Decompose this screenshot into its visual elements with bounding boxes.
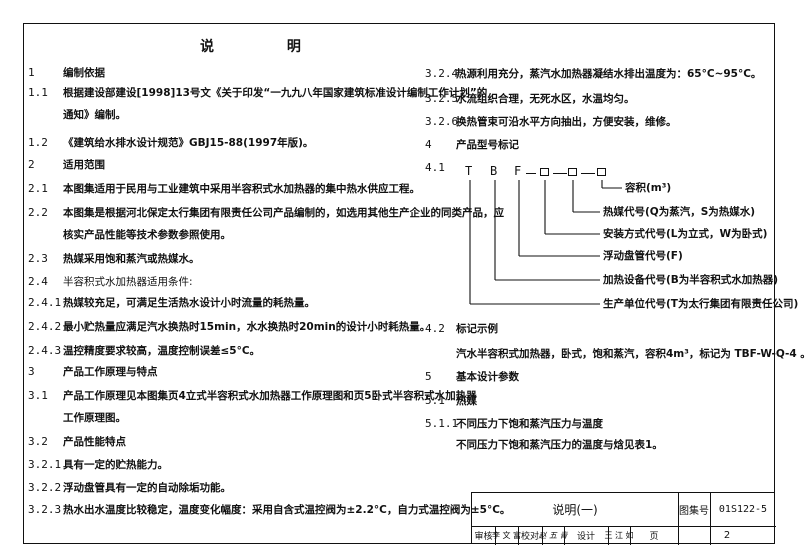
- clause-text: 不同压力下饱和蒸汽压力与温度: [456, 418, 603, 430]
- titleblock-review-label: 审核: [474, 532, 493, 542]
- clause-text: 工作原理图。: [63, 412, 126, 424]
- clause-text: 温控精度要求较高，温度控制误差≤5°C。: [63, 345, 261, 357]
- clause-number: 4: [425, 138, 432, 151]
- clause-number: 2.2: [28, 206, 48, 219]
- clause-text: 产品工作原理见本图集页4立式半容积式水加热器工作原理图和页5卧式半容积式水加热器: [63, 390, 477, 402]
- clause-number: 3.2.4: [425, 67, 459, 80]
- clause-text: 换热管束可沿水平方向抽出，方便安装，维修。: [456, 116, 677, 128]
- titleblock-atlas-number: 01S122-5: [718, 504, 768, 515]
- clause-text: 不同压力下饱和蒸汽压力的温度与焓见表1。: [456, 439, 663, 451]
- clause-number: 5.1.1: [425, 417, 459, 430]
- code-label-coil: 浮动盘管代号(F): [603, 250, 683, 262]
- clause-number: 2.4.1: [28, 296, 62, 309]
- titleblock-review-signature: 李 文 富: [491, 531, 522, 540]
- clause-text: 编制依据: [63, 67, 105, 79]
- clause-text: 《建筑给水排水设计规范》GBJ15-88(1997年版)。: [63, 137, 314, 149]
- titleblock-design-label: 设计: [576, 532, 595, 542]
- clause-number: 3: [28, 365, 35, 378]
- code-letter-t: T: [465, 164, 473, 178]
- page-title: 说 明: [200, 39, 335, 55]
- clause-number: 3.2.5: [425, 92, 459, 105]
- clause-text: 最小贮热量应满足汽水换热时15min，水水换热时20min的设计小时耗热量。: [63, 321, 431, 333]
- titleblock-check-signature: 赵 五 青: [538, 531, 568, 540]
- code-letter-b: B: [490, 164, 498, 178]
- clause-text: 热水出水温度比较稳定，温度变化幅度：采用自含式温控阀为±2.2°C，自力式温控阀…: [63, 504, 511, 516]
- clause-text: 根据建设部建设[1998]13号文《关于印发“一九九八年国家建筑标准设计编制工作…: [63, 87, 488, 99]
- clause-text: 水流组织合理，无死水区，水温均匀。: [456, 93, 635, 105]
- titleblock-page-label: 页: [649, 532, 659, 542]
- clause-text: 半容积式水加热器适用条件:: [63, 276, 193, 288]
- clause-text: 浮动盘管具有一定的自动除垢功能。: [63, 482, 231, 494]
- clause-number: 3.2.6: [425, 115, 459, 128]
- drawing-sheet: 说 明 1 编制依据 1.1 根据建设部建设[1998]13号文《关于印发“一九九八年…: [23, 23, 811, 545]
- clause-number: 3.2: [28, 435, 48, 448]
- clause-text: 热媒: [456, 395, 477, 407]
- clause-number: 4.2: [425, 322, 445, 335]
- code-box-volume: [597, 168, 606, 176]
- code-letter-f: F: [514, 164, 522, 178]
- clause-number: 5: [425, 370, 432, 383]
- clause-number: 4.1: [425, 161, 445, 174]
- clause-text: 本图集是根据河北保定太行集团有限责任公司产品编制的，如选用其他生产企业的同类产品…: [63, 207, 504, 219]
- clause-number: 2.3: [28, 252, 48, 265]
- code-dash: [581, 173, 595, 175]
- model-code-lines: [469, 180, 622, 305]
- clause-number: 2.1: [28, 182, 48, 195]
- title-block: 说明(一) 图集号 01S122-5 审核 李 文 富 校对 赵 五 青 设计 …: [471, 492, 776, 545]
- clause-number: 3.1: [28, 389, 48, 402]
- clause-number: 3.2.3: [28, 503, 62, 516]
- clause-number: 2: [28, 158, 35, 171]
- clause-text: 产品性能特点: [63, 436, 126, 448]
- code-label-volume: 容积(m³): [625, 182, 672, 194]
- titleblock-atlas-label: 图集号: [679, 506, 709, 517]
- clause-number: 1.1: [28, 86, 48, 99]
- titleblock-check-label: 校对: [520, 532, 539, 542]
- clause-text: 产品型号标记: [456, 139, 519, 151]
- code-dash: [553, 173, 567, 175]
- clause-number: 2.4.2: [28, 320, 62, 333]
- code-label-install: 安装方式代号(L为立式，W为卧式): [603, 228, 768, 240]
- titleblock-page-number: 2: [723, 530, 731, 541]
- code-box-medium: [568, 168, 577, 176]
- clause-text: 标记示例: [456, 323, 498, 335]
- clause-number: 2.4.3: [28, 344, 62, 357]
- code-label-maker: 生产单位代号(T为太行集团有限责任公司): [603, 298, 799, 310]
- code-box-install: [540, 168, 549, 176]
- clause-text: 产品工作原理与特点: [63, 366, 158, 378]
- clause-text: 通知》编制。: [63, 109, 126, 121]
- clause-number: 1.2: [28, 136, 48, 149]
- code-dash: [526, 173, 536, 175]
- clause-number: 3.2.1: [28, 458, 62, 471]
- clause-text: 基本设计参数: [456, 371, 519, 383]
- clause-text: 具有一定的贮热能力。: [63, 459, 168, 471]
- clause-text: 热媒较充足，可满足生活热水设计小时流量的耗热量。: [63, 297, 315, 309]
- clause-number: 2.4: [28, 275, 48, 288]
- clause-text: 核实产品性能等技术参数参照使用。: [63, 229, 231, 241]
- clause-text: 汽水半容积式加热器，卧式，饱和蒸汽，容积4m³，标记为 TBF-W-Q-4 。: [456, 348, 811, 360]
- sheet-border: [23, 23, 775, 544]
- titleblock-drawing-name: 说明(一): [552, 503, 598, 517]
- code-label-medium: 热媒代号(Q为蒸汽，S为热媒水): [603, 206, 756, 218]
- clause-text: 热源利用充分，蒸汽水加热器凝结水排出温度为：65°C~95°C。: [456, 68, 762, 80]
- model-code-diagram: T B F 容积(m³) 热媒代号(Q为蒸汽，S为热媒水) 安装方式代号(L为立…: [462, 164, 798, 314]
- clause-text: 本图集适用于民用与工业建筑中采用半容积式水加热器的集中热水供应工程。: [63, 183, 420, 195]
- clause-number: 5.1: [425, 394, 445, 407]
- clause-number: 3.2.2: [28, 481, 62, 494]
- titleblock-design-signature: 王 江 如: [604, 531, 634, 540]
- clause-text: 热媒采用饱和蒸汽或热媒水。: [63, 253, 200, 265]
- clause-number: 1: [28, 66, 35, 79]
- clause-text: 适用范围: [63, 159, 105, 171]
- code-label-device: 加热设备代号(B为半容积式水加热器): [603, 274, 779, 286]
